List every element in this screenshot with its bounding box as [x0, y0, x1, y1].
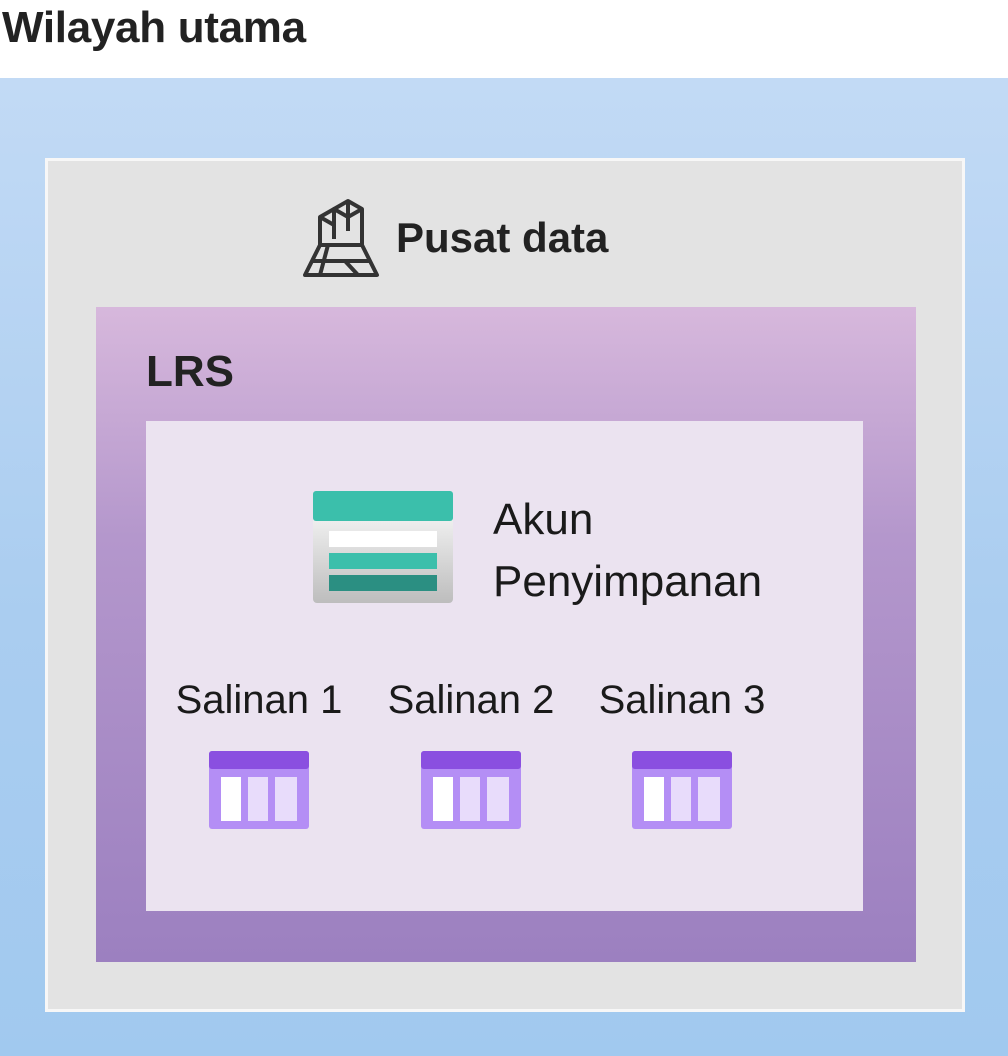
copy-1: Salinan 1 [159, 669, 359, 831]
lrs-label: LRS [146, 347, 234, 396]
storage-account-label-line1: Akun [493, 495, 594, 544]
copy-1-label: Salinan 1 [175, 678, 343, 722]
region-title: Wilayah utama [2, 3, 306, 52]
datacenter-box: Pusat data LRS [45, 158, 965, 1012]
storage-table-icon [209, 751, 309, 829]
storage-table-icon [632, 751, 732, 829]
storage-container: Akun Penyimpanan Salinan 1 Salinan 2 [146, 421, 863, 911]
storage-account-label-line2: Penyimpanan [493, 557, 763, 606]
storage-account-label: Akun Penyimpanan [493, 489, 762, 613]
region-panel: Pusat data LRS [0, 78, 1008, 1056]
copy-2-label: Salinan 2 [387, 678, 555, 722]
copy-3-label: Salinan 3 [598, 678, 766, 722]
copy-2: Salinan 2 [371, 669, 571, 831]
copy-3: Salinan 3 [582, 669, 782, 831]
storage-table-icon [421, 751, 521, 829]
datacenter-label: Pusat data [396, 214, 609, 261]
datacenter-header: Pusat data [300, 195, 608, 281]
lrs-box: LRS Akun P [96, 307, 916, 962]
datacenter-building-icon [303, 199, 379, 277]
storage-account-icon [313, 491, 453, 603]
